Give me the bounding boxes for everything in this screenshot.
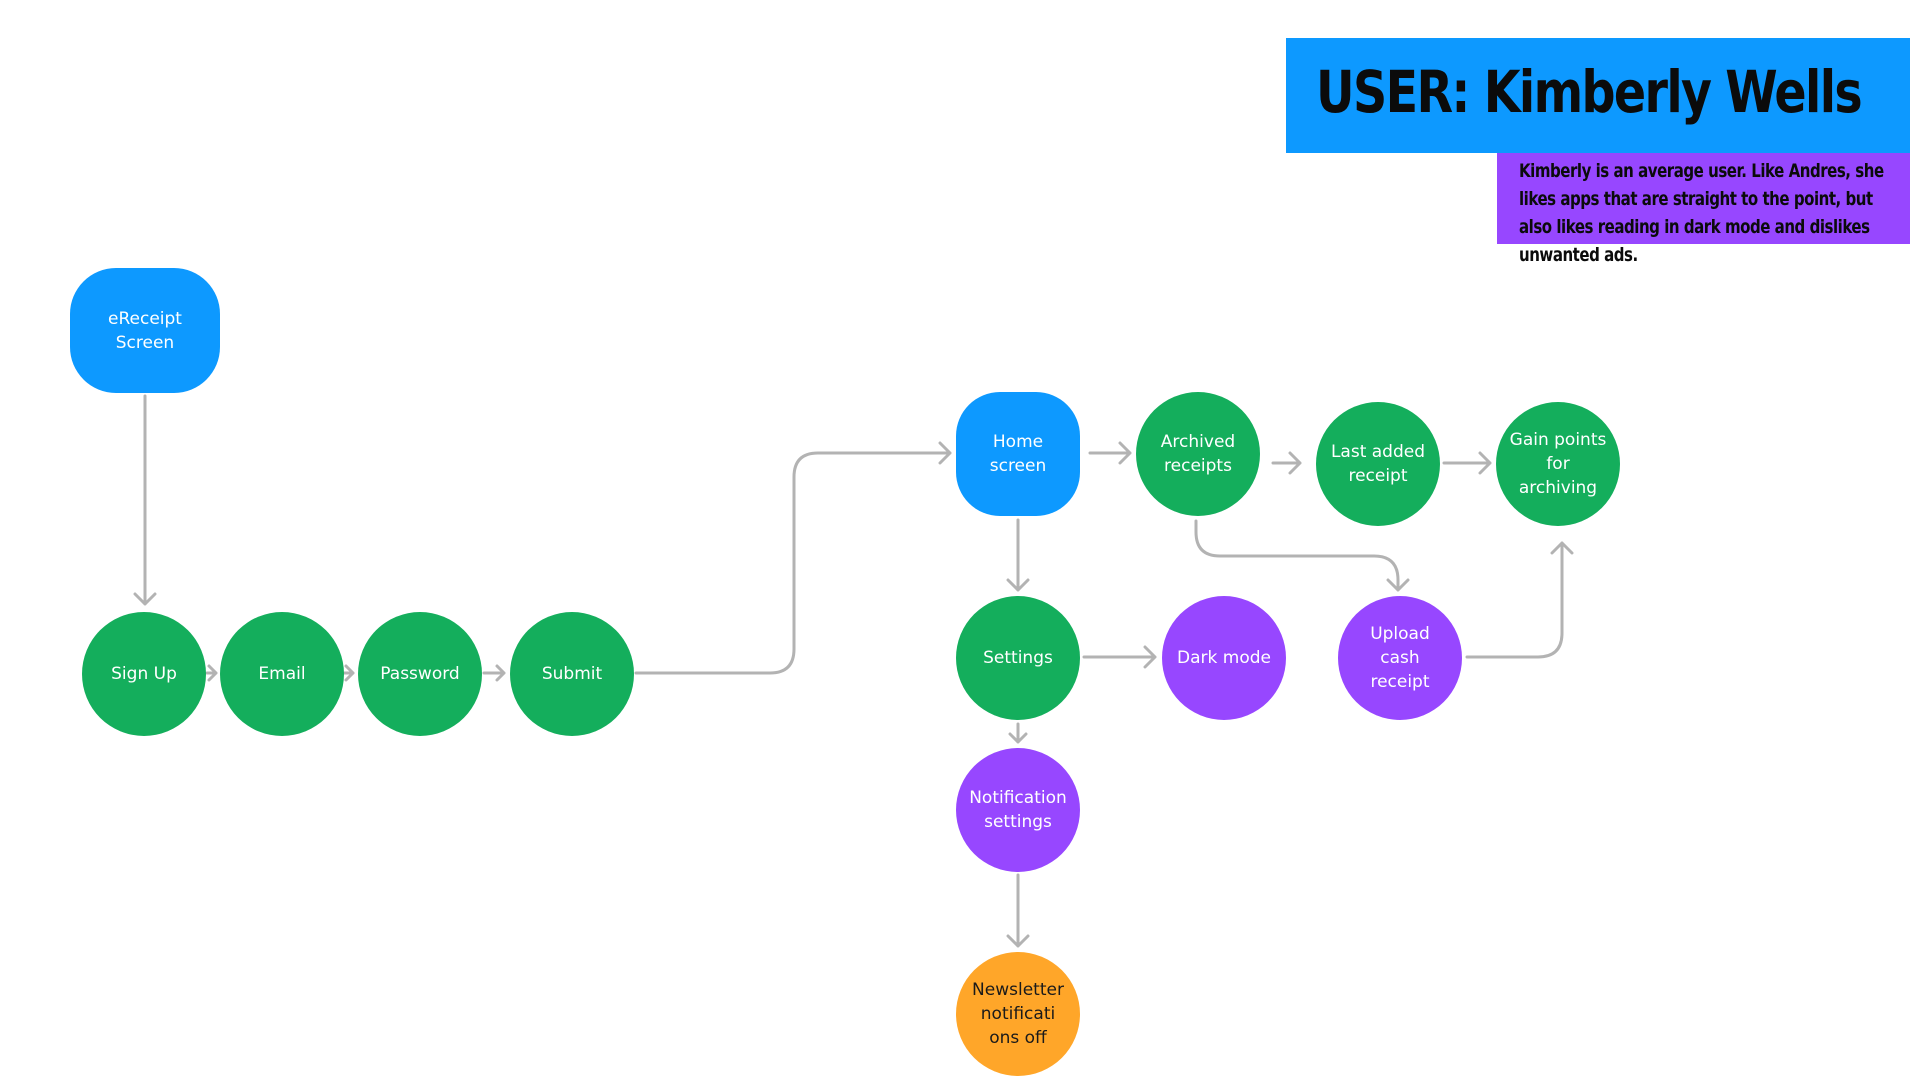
node-dark-mode[interactable]: Dark mode xyxy=(1162,596,1286,720)
arrow-email-to-password xyxy=(342,664,355,682)
persona-title-banner: USER: Kimberly Wells xyxy=(1286,38,1910,153)
arrow-notification-to-newsletter xyxy=(1006,873,1030,948)
node-home-screen[interactable]: Home screen xyxy=(956,392,1080,516)
arrow-home-to-settings xyxy=(1006,518,1030,592)
arrow-password-to-submit xyxy=(482,664,506,682)
arrow-ereceipt-to-signup xyxy=(133,394,157,606)
arrow-last-added-to-gain-points xyxy=(1442,451,1492,475)
node-ereceipt-screen[interactable]: eReceipt Screen xyxy=(70,268,220,393)
node-newsletter-notifications-off[interactable]: Newsletter notificati ons off xyxy=(956,952,1080,1076)
persona-description: Kimberly is an average user. Like Andres… xyxy=(1519,160,1884,266)
node-upload-cash-receipt[interactable]: Upload cash receipt xyxy=(1338,596,1462,720)
arrow-settings-to-notification-settings xyxy=(1008,722,1028,744)
node-email[interactable]: Email xyxy=(220,612,344,736)
arrow-settings-to-dark-mode xyxy=(1082,645,1157,669)
node-notification-settings[interactable]: Notification settings xyxy=(956,748,1080,872)
persona-title: USER: Kimberly Wells xyxy=(1316,58,1863,126)
arrow-archived-to-upload-cash xyxy=(1194,519,1410,592)
node-sign-up[interactable]: Sign Up xyxy=(82,612,206,736)
node-submit[interactable]: Submit xyxy=(510,612,634,736)
node-password[interactable]: Password xyxy=(358,612,482,736)
node-last-added-receipt[interactable]: Last added receipt xyxy=(1316,402,1440,526)
persona-description-box: Kimberly is an average user. Like Andres… xyxy=(1497,153,1910,266)
arrow-upload-cash-to-gain-points xyxy=(1465,541,1574,659)
node-settings[interactable]: Settings xyxy=(956,596,1080,720)
arrow-home-to-archived xyxy=(1088,441,1132,465)
node-gain-points[interactable]: Gain points for archiving xyxy=(1496,402,1620,526)
arrow-submit-to-home xyxy=(634,441,952,675)
arrow-signup-to-email xyxy=(205,664,218,682)
node-archived-receipts[interactable]: Archived receipts xyxy=(1136,392,1260,516)
arrow-archived-to-last-added xyxy=(1271,451,1302,475)
